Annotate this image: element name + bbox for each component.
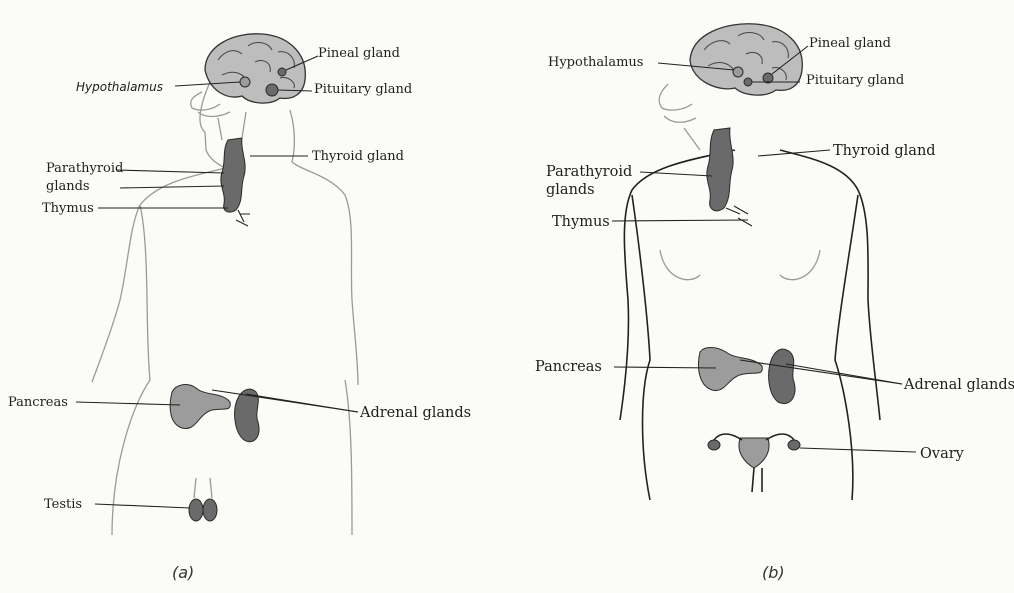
label-parathyroid-a: Parathyroid xyxy=(46,161,123,176)
label-adrenal-glands-b: Adrenal glands xyxy=(903,377,1014,393)
figure-b-labels: Pineal gland Hypothalamus Pituitary glan… xyxy=(535,36,1014,582)
female-thymus-icon xyxy=(726,206,752,226)
caption-a: (a) xyxy=(172,563,194,582)
label-parathyroid-b: Parathyroid xyxy=(546,164,632,180)
male-face xyxy=(191,92,230,117)
figure-a-leader-lines xyxy=(76,56,358,508)
label-pituitary-gland-b: Pituitary gland xyxy=(806,73,904,88)
figure-a-male-body xyxy=(92,34,358,535)
female-pancreas-icon xyxy=(699,348,763,391)
figure-a-labels: Pineal gland Hypothalamus Pituitary glan… xyxy=(8,46,471,582)
label-ovary-b: Ovary xyxy=(920,446,965,462)
male-testis-ducts xyxy=(194,478,212,498)
female-thyroid-chain xyxy=(707,128,733,211)
figure-b-female-body xyxy=(620,24,880,500)
label-thyroid-gland-b: Thyroid gland xyxy=(833,143,936,159)
label-thymus-a: Thymus xyxy=(42,201,94,216)
label-hypothalamus-a: Hypothalamus xyxy=(76,80,163,94)
label-thyroid-gland-a: Thyroid gland xyxy=(312,149,404,164)
male-pineal-icon xyxy=(278,68,286,76)
label-pancreas-a: Pancreas xyxy=(8,395,68,410)
female-kidney-icon xyxy=(769,349,795,403)
male-thyroid-chain xyxy=(221,138,245,212)
label-pancreas-b: Pancreas xyxy=(535,359,602,375)
male-throat-lines xyxy=(218,112,246,140)
male-hypothalamus-icon xyxy=(240,77,250,87)
label-glands-b: glands xyxy=(546,182,595,198)
male-pituitary-icon xyxy=(266,84,278,96)
label-hypothalamus-b: Hypothalamus xyxy=(548,55,643,70)
male-thymus-icon xyxy=(236,210,250,226)
label-glands-a: glands xyxy=(46,179,90,194)
female-hypothalamus-icon xyxy=(733,67,743,77)
female-breast-lines xyxy=(660,250,820,280)
figure-b-leader-lines xyxy=(612,46,916,452)
male-testis-left-icon xyxy=(189,499,203,521)
label-pineal-gland-a: Pineal gland xyxy=(318,46,400,61)
label-pineal-gland-b: Pineal gland xyxy=(809,36,891,51)
female-uterus-icon xyxy=(739,438,769,468)
male-testis-right-icon xyxy=(203,499,217,521)
caption-b: (b) xyxy=(762,563,785,582)
female-face xyxy=(659,84,700,150)
label-pituitary-gland-a: Pituitary gland xyxy=(314,82,412,97)
female-ovary-right-icon xyxy=(788,440,800,450)
female-ovary-left-icon xyxy=(708,440,720,450)
label-thymus-b: Thymus xyxy=(552,214,610,230)
label-testis-a: Testis xyxy=(44,497,82,512)
label-adrenal-glands-a: Adrenal glands xyxy=(359,405,471,421)
female-pituitary-icon xyxy=(744,78,752,86)
